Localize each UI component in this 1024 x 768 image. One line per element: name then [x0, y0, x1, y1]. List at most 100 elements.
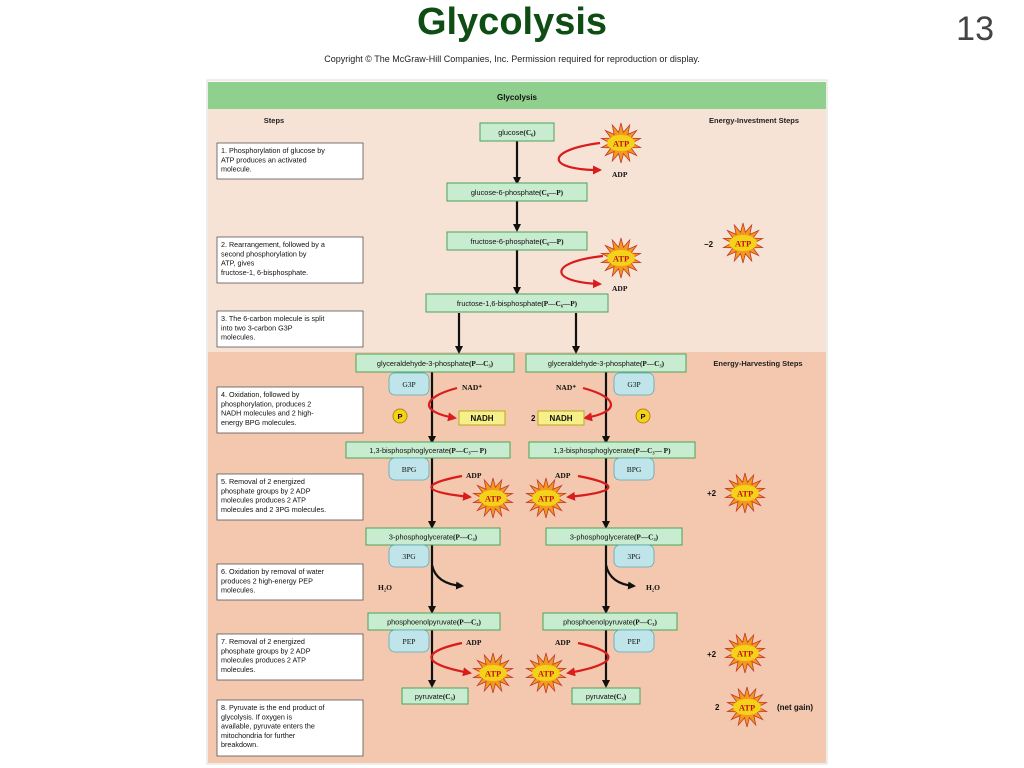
molecule-pep-name: phosphoenolpyruvate — [387, 618, 457, 627]
molecule-glucose-box: glucose(C₆) — [479, 122, 555, 142]
molecule-bpg-label: 1,3-bisphosphoglycerate(P—C₃— P) — [369, 446, 487, 455]
atp-label: ATP — [737, 489, 753, 499]
atp-burst-right-7: ATP — [524, 652, 568, 694]
abbr-g3p-pill: G3P — [613, 372, 655, 396]
atp-label: ATP — [613, 254, 629, 264]
molecule-g3p-label: glyceraldehyde-3-phosphate(P—C₃) — [377, 359, 494, 368]
abbreviation-pills: G3P G3P BPG BPG 3PG 3PG PEP PEP — [388, 372, 655, 653]
molecule-pyruvate-label: pyruvate(C₃) — [415, 692, 456, 701]
step-4-line: 4. Oxidation, followed by — [221, 390, 300, 399]
nad-label-right: NAD⁺ — [556, 383, 576, 392]
abbr-pep-pill: PEP — [613, 629, 655, 653]
phosphate-right: P — [635, 408, 651, 424]
molecule-pyruvate-name: pyruvate — [415, 692, 443, 701]
molecule-g3p-formula: (P—C₃) — [469, 359, 494, 368]
step-5-line: phosphate groups by 2 ADP — [221, 486, 311, 495]
step-7-line: 7. Removal of 2 energized — [221, 637, 305, 646]
step-8-line: glycolysis. If oxygen is — [221, 712, 293, 721]
adp-label-step2: ADP — [612, 284, 628, 293]
molecule-pg3-box: 3-phosphoglycerate(P—C₃) — [545, 527, 683, 546]
atp-burst-harvest-1: ATP — [723, 472, 767, 514]
steps-header: Steps — [264, 116, 284, 125]
molecule-g3p-label: glyceraldehyde-3-phosphate(P—C₃) — [548, 359, 665, 368]
abbr-pg3-text: 3PG — [627, 552, 641, 561]
step-1-line: ATP produces an activated — [221, 155, 307, 164]
adp-label-right-5: ADP — [555, 471, 571, 480]
atp-burst-net: ATP — [725, 686, 769, 728]
molecule-pg3-formula: (P—C₃) — [453, 533, 478, 542]
molecule-f6p-formula: (C₆—P) — [539, 237, 564, 246]
step-box-8: 8. Pyruvate is the end product ofglycoly… — [216, 699, 364, 757]
step-5-line: molecules produces 2 ATP — [221, 496, 306, 505]
step-6-line: 6. Oxidation by removal of water — [221, 567, 325, 576]
step-1-line: molecule. — [221, 165, 252, 174]
step-8-line: available, pyruvate enters the — [221, 722, 315, 731]
step-7-line: phosphate groups by 2 ADP — [221, 646, 311, 655]
molecule-bpg-name: 1,3-bisphosphoglycerate — [369, 446, 449, 455]
molecule-pep-name: phosphoenolpyruvate — [563, 618, 633, 627]
abbr-pg3-pill: 3PG — [388, 544, 430, 568]
step-2-line: fructose-1, 6-bisphosphate. — [221, 268, 308, 277]
abbr-pg3-text: 3PG — [402, 552, 416, 561]
step-4-line: energy BPG molecules. — [221, 418, 297, 427]
molecule-f6p-box: fructose-6-phosphate(C₆—P) — [446, 231, 588, 251]
molecule-pep-box: phosphoenolpyruvate(P—C₃) — [367, 612, 501, 631]
molecule-bpg-name: 1,3-bisphosphoglycerate — [553, 446, 633, 455]
molecule-pyruvate-formula: (C₃) — [614, 692, 627, 701]
step-8-line: mitochondria for further — [221, 731, 296, 740]
svg-text:NADH: NADH — [549, 414, 572, 423]
molecule-f16bp-formula: (P—C₆—P) — [541, 299, 577, 308]
molecule-bpg-label: 1,3-bisphosphoglycerate(P—C₃— P) — [553, 446, 671, 455]
molecule-boxes: glucose(C₆)glucose-6-phosphate(C₆—P)fruc… — [345, 122, 696, 705]
reaction-labels: ADP ADP NAD⁺ NAD⁺ ADP ADP H₂O H₂O ADP AD… — [378, 170, 660, 647]
h2o-label-left: H₂O — [378, 583, 392, 592]
molecule-g6p-box: glucose-6-phosphate(C₆—P) — [446, 182, 588, 202]
atp-burst-right-5: ATP — [524, 477, 568, 519]
molecule-glucose-formula: (C₆) — [523, 128, 536, 137]
energy-net-count: 2 — [715, 703, 720, 712]
abbr-g3p-text: G3P — [402, 380, 415, 389]
harvesting-header: Energy-Harvesting Steps — [713, 359, 802, 368]
molecule-g6p-label: glucose-6-phosphate(C₆—P) — [471, 188, 564, 197]
molecule-g6p-formula: (C₆—P) — [539, 188, 564, 197]
atp-label: ATP — [735, 239, 751, 249]
step-4-line: NADH molecules and 2 high- — [221, 409, 314, 418]
abbr-pep-text: PEP — [403, 637, 416, 646]
atp-label: ATP — [485, 494, 501, 504]
molecule-g6p-name: glucose-6-phosphate — [471, 188, 539, 197]
abbr-g3p-pill: G3P — [388, 372, 430, 396]
abbr-pep-text: PEP — [628, 637, 641, 646]
step-2-line: second phosphorylation by — [221, 249, 307, 258]
abbr-bpg-pill: BPG — [613, 457, 655, 481]
atp-label: ATP — [613, 139, 629, 149]
copyright-notice: Copyright © The McGraw-Hill Companies, I… — [324, 54, 700, 64]
molecule-pep-label: phosphoenolpyruvate(P—C₃) — [387, 618, 481, 627]
adp-label-right-7: ADP — [555, 638, 571, 647]
step-3-line: into two 3-carbon G3P — [221, 323, 293, 332]
molecule-pyruvate-formula: (C₃) — [443, 692, 456, 701]
step-6-line: molecules. — [221, 586, 255, 595]
svg-text:P: P — [397, 412, 402, 421]
step-5-line: 5. Removal of 2 energized — [221, 477, 305, 486]
abbr-g3p-text: G3P — [627, 380, 640, 389]
step-1-line: 1. Phosphorylation of glucose by — [221, 146, 325, 155]
atp-label: ATP — [739, 703, 755, 713]
atp-burst-left-7: ATP — [471, 652, 515, 694]
atp-burst-investment: ATP — [721, 222, 765, 264]
nadh-left: NADH — [458, 410, 506, 426]
phosphate-left: P — [392, 408, 408, 424]
molecule-f6p-label: fructose-6-phosphate(C₆—P) — [470, 237, 564, 246]
step-box-4: 4. Oxidation, followed byphosphorylation… — [216, 386, 364, 434]
step-6-line: produces 2 high-energy PEP — [221, 576, 313, 585]
molecule-bpg-formula: (P—C₃— P) — [633, 446, 671, 455]
molecule-pg3-label: 3-phosphoglycerate(P—C₃) — [389, 533, 478, 542]
abbr-bpg-pill: BPG — [388, 457, 430, 481]
red-arrows — [427, 141, 613, 677]
molecule-pyruvate-label: pyruvate(C₃) — [586, 692, 627, 701]
molecule-pyruvate-box: pyruvate(C₃) — [401, 687, 469, 705]
svg-text:NADH: NADH — [470, 414, 493, 423]
